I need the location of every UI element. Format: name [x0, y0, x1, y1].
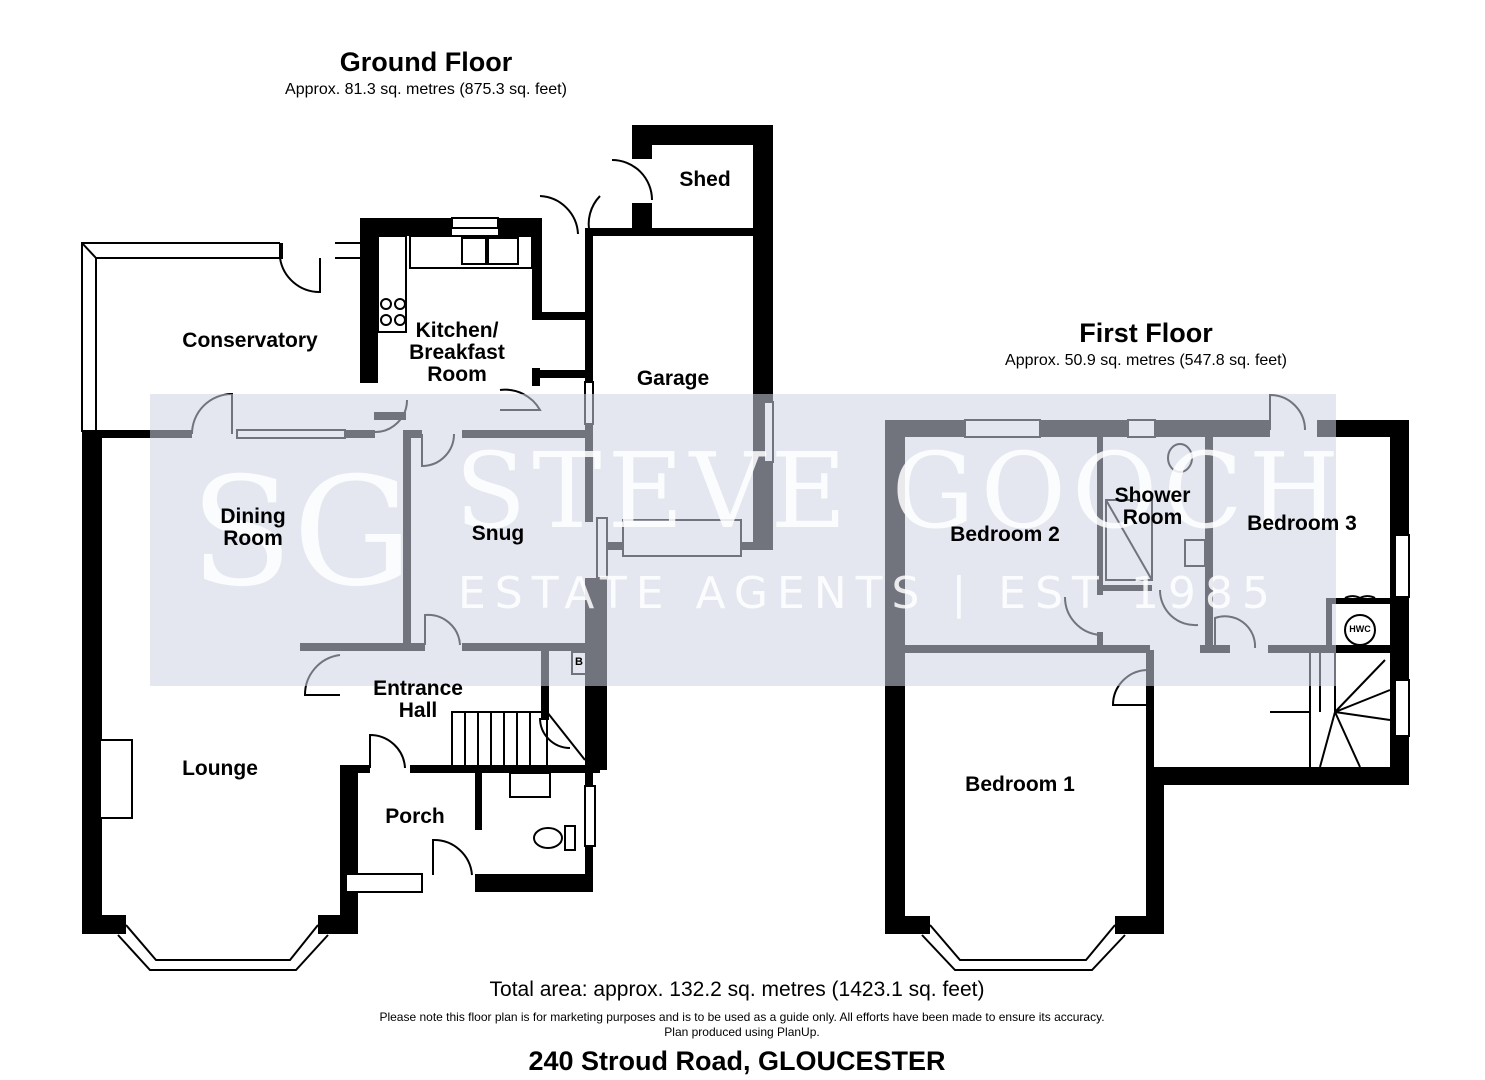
wall	[82, 430, 192, 438]
total-area: Total area: approx. 132.2 sq. metres (14…	[489, 978, 985, 1001]
wall	[532, 370, 592, 378]
produced-by: Plan produced using PlanUp.	[664, 1025, 820, 1039]
wall	[82, 432, 102, 934]
watermark-tagline: ESTATE AGENTS | EST 1985	[458, 568, 1279, 619]
disclaimer: Please note this floor plan is for marke…	[379, 1010, 1105, 1024]
wall	[340, 765, 358, 934]
wall	[475, 874, 593, 892]
wall	[1146, 650, 1154, 785]
room-shed: Shed	[679, 168, 731, 191]
room-porch: Porch	[385, 805, 445, 828]
wall	[360, 218, 452, 236]
wall	[475, 770, 482, 830]
first-floor-area: Approx. 50.9 sq. metres (547.8 sq. feet)	[1005, 352, 1287, 369]
room-dining: Dining Room	[220, 505, 286, 550]
ground-floor-area: Approx. 81.3 sq. metres (875.3 sq. feet)	[285, 81, 567, 98]
room-lounge: Lounge	[182, 757, 258, 780]
wall	[885, 916, 930, 934]
room-kitchen: Kitchen/ Breakfast Room	[409, 319, 505, 386]
watermark-name: STEVE GOOCH	[455, 430, 1346, 552]
room-snug: Snug	[471, 522, 525, 545]
watermark-band	[150, 394, 1336, 686]
room-conservatory: Conservatory	[182, 329, 318, 352]
room-garage: Garage	[636, 367, 710, 390]
room-bedroom-3: Bedroom 3	[1247, 512, 1357, 535]
wall	[632, 203, 652, 236]
wall	[1317, 420, 1409, 437]
wall	[532, 312, 592, 320]
wall	[1146, 767, 1409, 785]
room-bedroom-2: Bedroom 2	[950, 523, 1060, 546]
wall	[632, 125, 773, 145]
wall	[585, 228, 757, 236]
wall	[532, 368, 540, 386]
room-entrance-hall: Entrance Hall	[373, 677, 463, 722]
watermark-logo: SG	[190, 446, 413, 620]
wall	[1115, 916, 1164, 934]
wall	[340, 765, 370, 773]
wall	[360, 218, 378, 383]
room-shower: Shower Room	[1114, 484, 1191, 529]
ground-floor-title: Ground Floor	[339, 47, 513, 77]
wall	[632, 125, 652, 159]
boiler-label: B	[575, 656, 583, 668]
property-address: 240 Stroud Road, GLOUCESTER	[528, 1046, 946, 1076]
wall	[82, 915, 126, 934]
first-floor-title: First Floor	[1079, 318, 1213, 348]
wall	[498, 218, 540, 236]
room-bedroom-1: Bedroom 1	[965, 773, 1075, 796]
wall	[1326, 598, 1390, 604]
wall	[532, 218, 542, 318]
hwc-label: HWC	[1349, 624, 1371, 634]
wall	[1146, 767, 1164, 934]
